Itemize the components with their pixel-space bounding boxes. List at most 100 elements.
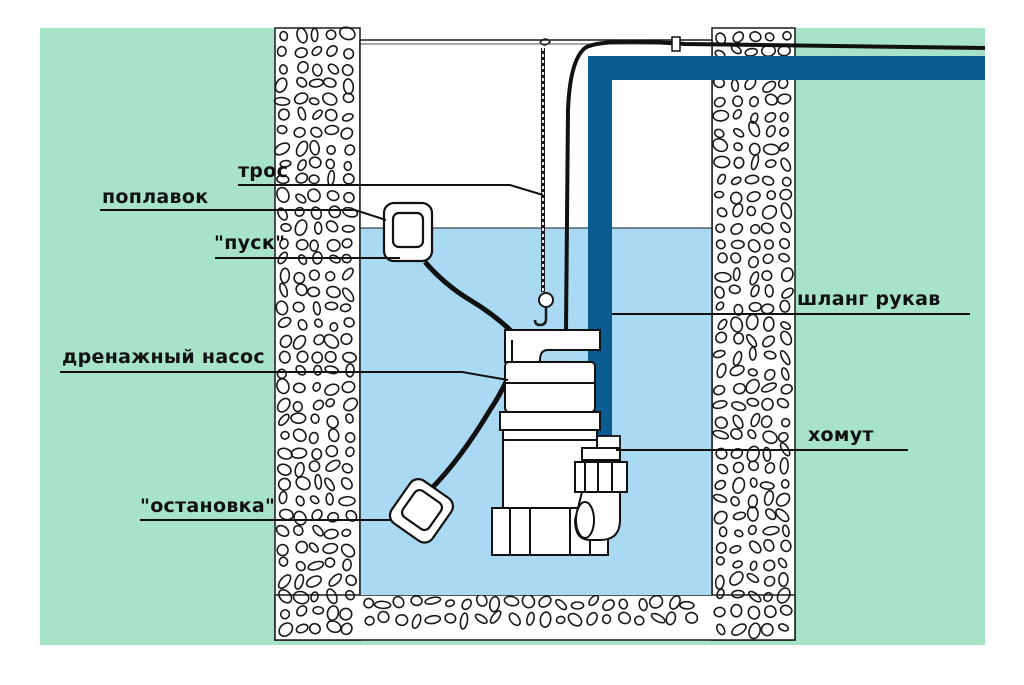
gravel-stone (730, 428, 743, 440)
hose (588, 56, 985, 440)
gravel-stone (780, 417, 791, 428)
gravel-stone (325, 398, 336, 408)
gravel-stone (340, 543, 356, 558)
gravel-stone (312, 301, 322, 316)
gravel-stone (313, 334, 325, 346)
gravel-stone (760, 622, 774, 637)
gravel-stone (326, 415, 339, 429)
gravel-stone (276, 378, 290, 395)
gravel-stone (712, 137, 729, 153)
gravel-stone (459, 612, 469, 630)
gravel-stone (295, 140, 309, 157)
gravel-stone (730, 176, 742, 186)
gravel-stone (780, 267, 794, 283)
gravel-stone (310, 126, 323, 138)
gravel-stone (779, 299, 791, 313)
gravel-stone (601, 614, 612, 625)
gravel-stone (747, 605, 761, 620)
gravel-stone (763, 350, 777, 360)
gravel-stone (339, 303, 352, 313)
gravel-stone (338, 26, 356, 41)
gravel-stone (278, 622, 294, 637)
leader-nasos (60, 371, 509, 381)
gravel-stone (311, 63, 323, 77)
gravel-stone (648, 594, 664, 609)
gravel-stone (760, 382, 778, 393)
gravel-stone (377, 610, 390, 624)
gravel-stone (586, 611, 598, 626)
gravel-stone (714, 416, 728, 430)
gravel-stone (324, 350, 337, 364)
gravel-stone (776, 397, 790, 409)
gravel-stone (342, 397, 359, 412)
gravel-stone (730, 239, 745, 250)
gravel-stone (322, 542, 339, 555)
gravel-stone (488, 595, 501, 613)
gravel-stone (732, 476, 746, 494)
gravel-stone (732, 414, 744, 430)
gravel-stone (714, 479, 727, 491)
gravel-stone (295, 623, 309, 634)
gravel-stone (747, 524, 757, 536)
gravel-stone (290, 412, 307, 424)
gravel-stone (327, 428, 340, 443)
gravel-stone (732, 31, 745, 44)
gravel-stone (340, 332, 353, 346)
gravel-stone (779, 604, 793, 616)
gravel-stone (327, 511, 340, 523)
gravel-stone (295, 476, 311, 491)
gravel-stone (588, 594, 600, 607)
gravel-stone (307, 188, 321, 203)
gravel-stone (763, 575, 776, 587)
gravel-stone (342, 558, 353, 572)
gravel-stone (276, 186, 290, 204)
gravel-stone (746, 397, 760, 407)
gravel-stone (305, 575, 323, 588)
gravel-stone (314, 473, 323, 490)
gravel-stone (748, 622, 761, 640)
gravel-stone (744, 47, 759, 57)
gravel-stone (280, 222, 292, 233)
gravel-stone (278, 64, 288, 75)
gravel-stone (312, 109, 323, 120)
gravel-stone (341, 64, 354, 77)
gravel-stone (293, 126, 306, 138)
gravel-stone (764, 284, 774, 298)
gravel-stone (341, 267, 354, 281)
gravel-stone (296, 605, 308, 617)
gravel-stone (779, 126, 790, 137)
gravel-stone (764, 111, 777, 123)
gravel-stone (474, 613, 488, 625)
gravel-stone (329, 322, 339, 332)
gravel-stone (745, 378, 760, 395)
gravel-stone (340, 127, 354, 140)
gravel-stone (762, 446, 772, 462)
gravel-stone (761, 175, 775, 186)
gravel-stone (732, 511, 747, 521)
gravel-stone (538, 595, 552, 608)
gravel-stone (713, 190, 725, 199)
rope-ring (538, 292, 554, 308)
gravel-stone (461, 598, 472, 611)
gravel-stone (278, 588, 293, 604)
gravel-stone (273, 96, 291, 106)
gravel-stone (295, 495, 305, 507)
gravel-stone (292, 301, 305, 313)
gravel-stone (748, 96, 759, 108)
gravel-stone (730, 223, 744, 236)
gravel-stone (780, 383, 793, 395)
gravel-stone (308, 431, 319, 445)
gravel-stone (328, 205, 342, 219)
gravel-stone (343, 160, 353, 172)
gravel-stone (322, 77, 337, 88)
gravel-stone (311, 448, 323, 461)
gravel-stone (324, 301, 339, 311)
gravel-stone (712, 349, 726, 359)
gravel-stone (746, 505, 759, 522)
gravel-stone (275, 300, 289, 316)
gravel-stone (278, 413, 290, 427)
gravel-stone (325, 492, 334, 506)
gravel-stone (392, 595, 405, 609)
gravel-stone (341, 463, 353, 474)
gravel-stone (732, 267, 741, 282)
